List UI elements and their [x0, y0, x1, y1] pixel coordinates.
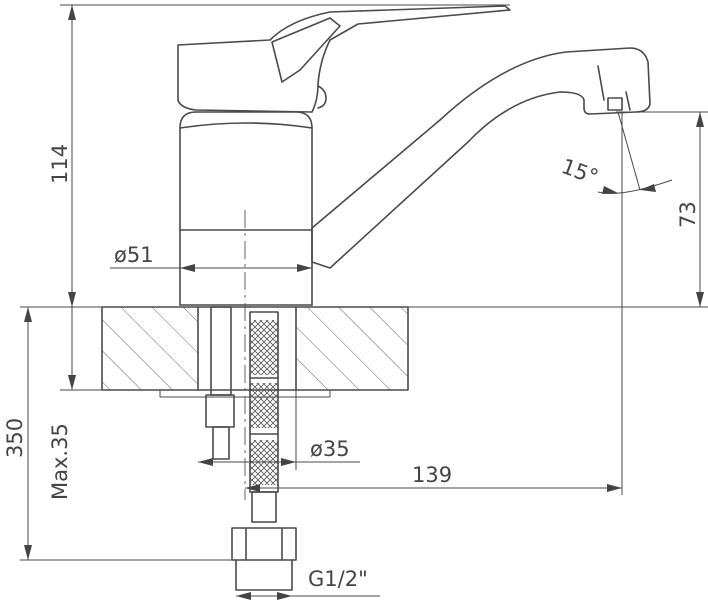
- spout: [311, 47, 651, 269]
- dim-spout-angle: 15°: [558, 154, 601, 189]
- dim-thread: G1/2": [308, 567, 368, 591]
- lever-handle: [177, 5, 511, 113]
- faucet-body: [179, 111, 313, 306]
- dim-spout-height: 73: [676, 201, 700, 228]
- dim-body-diameter: ø51: [114, 243, 154, 267]
- dimension-lines: [20, 4, 708, 600]
- dim-spout-reach: 139: [412, 463, 452, 487]
- dim-height-total: 114: [48, 144, 72, 184]
- dim-max-thickness: Max.35: [48, 423, 72, 500]
- dim-hole-diameter: ø35: [310, 437, 350, 461]
- dim-hose-length: 350: [3, 418, 27, 458]
- mounting-rod: [205, 306, 235, 460]
